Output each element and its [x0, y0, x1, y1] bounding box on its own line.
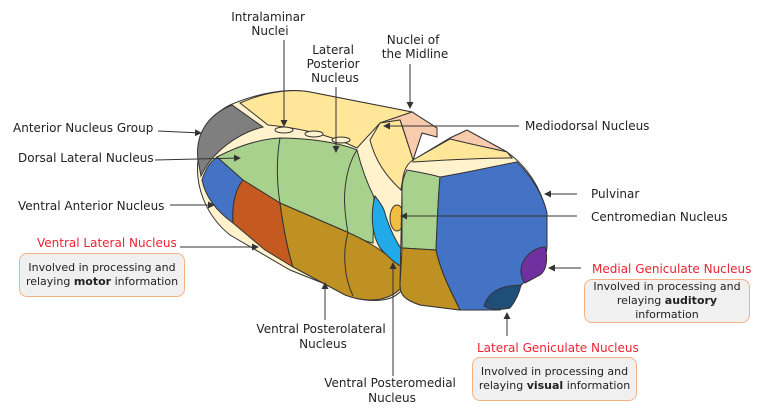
ventral-posterior-right-region — [399, 247, 461, 311]
divider-line — [344, 232, 354, 297]
label-centromedian: Centromedian Nucleus — [591, 210, 728, 224]
label-anterior: Anterior Nucleus Group — [13, 121, 153, 135]
medial-geniculate-region — [520, 246, 548, 284]
info-text: Involved in processing and relaying — [593, 280, 741, 307]
posterior-green-region — [401, 169, 441, 251]
info-bold: auditory — [664, 294, 718, 307]
info-text: Involved in processing and relaying — [25, 261, 176, 288]
pulvinar-region — [435, 161, 548, 311]
label-midline: Nuclei of the Midline — [382, 33, 448, 61]
label-pulvinar: Pulvinar — [591, 187, 639, 201]
label-ventral-lateral: Ventral Lateral Nucleus — [37, 236, 177, 250]
info-text: Involved in processing and relaying — [478, 365, 629, 392]
info-bold: visual — [526, 379, 564, 392]
label-ventral-anterior: Ventral Anterior Nucleus — [18, 199, 164, 213]
intralaminar-nucleus — [274, 126, 294, 134]
label-mediodorsal: Mediodorsal Nucleus — [525, 119, 649, 133]
label-vpm: Ventral Posteromedial Nucleus — [324, 376, 459, 405]
divider-line — [344, 149, 358, 234]
arrow-anterior — [157, 129, 202, 137]
info-box-auditory: Involved in processing and relaying audi… — [584, 279, 750, 323]
label-lateral-posterior: Lateral Posterior Nucleus — [307, 43, 364, 85]
info-text: information — [563, 379, 631, 392]
info-box-motor: Involved in processing and relaying moto… — [19, 253, 185, 297]
info-text: information — [111, 275, 179, 288]
lateral-geniculate-region — [483, 284, 522, 310]
label-vpl: Ventral Posterolateral Nucleus — [256, 322, 389, 351]
label-intralaminar: Intralaminar Nuclei — [231, 10, 309, 38]
label-dorsal-lateral: Dorsal Lateral Nucleus — [18, 151, 154, 165]
info-bold: motor — [73, 275, 112, 288]
intralaminar-nucleus — [331, 136, 351, 144]
arrow-dorsal-lateral — [154, 154, 241, 162]
label-medial-geniculate: Medial Geniculate Nucleus — [592, 262, 751, 276]
label-lateral-geniculate: Lateral Geniculate Nucleus — [477, 341, 639, 355]
intralaminar-nucleus — [304, 130, 324, 138]
anterior-nucleus-group-region — [197, 104, 265, 178]
divider-line — [276, 137, 281, 204]
info-box-visual: Involved in processing and relaying visu… — [472, 357, 637, 401]
pulvinar-top-yellow — [412, 138, 514, 163]
info-text: information — [635, 308, 699, 321]
ventral-posterolateral-region — [279, 202, 403, 301]
